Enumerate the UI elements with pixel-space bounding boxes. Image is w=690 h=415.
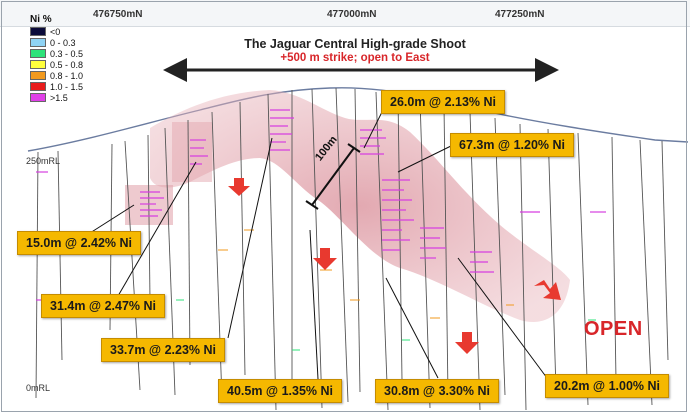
legend-item: >1.5 [30,92,100,103]
legend-label: 1.0 - 1.5 [50,81,84,92]
legend-swatch [30,27,46,36]
legend-swatch [30,38,46,47]
legend-swatch [30,82,46,91]
legend-swatch [30,71,46,80]
level-label-0mrl: 0mRL [26,383,51,393]
figure-subtitle: +500 m strike; open to East [280,52,430,64]
grid-label-477250: 477250mN [495,9,545,20]
legend-label: <0 [50,26,61,37]
intercept-callout: 67.3m @ 1.20% Ni [450,133,574,157]
legend-label: 0.8 - 1.0 [50,70,84,81]
legend-label: 0.5 - 0.8 [50,59,84,70]
intercept-callout: 30.8m @ 3.30% Ni [375,379,499,403]
legend-label: 0 - 0.3 [50,37,76,48]
legend-label: >1.5 [50,92,68,103]
scale-bar [311,147,355,206]
intercept-callout: 15.0m @ 2.42% Ni [17,231,141,255]
figure-title: The Jaguar Central High-grade Shoot [244,37,466,51]
plunge-arrow-east [534,280,561,300]
high-grade-shoot-envelope [150,90,570,322]
grid-header-bar [0,0,690,27]
topography-line [27,87,689,152]
intercept-callout: 40.5m @ 1.35% Ni [218,379,342,403]
plunge-arrow-2 [313,248,337,270]
plunge-arrow-1 [228,178,250,196]
legend-item: 0.5 - 0.8 [30,59,100,70]
plunge-arrows [228,178,561,354]
legend-swatch [30,49,46,58]
legend-item: 0 - 0.3 [30,37,100,48]
intercept-callout: 31.4m @ 2.47% Ni [41,294,165,318]
legend: Ni % <0 0 - 0.3 0.3 - 0.5 0.5 - 0.8 0.8 … [30,14,100,103]
legend-item: <0 [30,26,100,37]
grid-label-477000: 477000mN [327,9,377,20]
intercept-callout: 33.7m @ 2.23% Ni [101,338,225,362]
legend-swatch [30,60,46,69]
legend-swatch [30,93,46,102]
grid-label-476750: 476750mN [93,9,143,20]
intercept-callout: 20.2m @ 1.00% Ni [545,374,669,398]
legend-item: 1.0 - 1.5 [30,81,100,92]
shoot-patch-mid [172,122,212,182]
legend-item: 0.3 - 0.5 [30,48,100,59]
level-label-250mrl: 250mRL [26,156,61,166]
assay-ticks-mid [218,229,514,319]
legend-title: Ni % [30,14,52,25]
plunge-arrow-3 [455,332,479,354]
open-label: OPEN [584,318,643,340]
legend-label: 0.3 - 0.5 [50,48,84,59]
legend-item: 0.8 - 1.0 [30,70,100,81]
drill-holes [35,87,669,411]
assay-ticks-high [36,109,606,301]
intercept-callout: 26.0m @ 2.13% Ni [381,90,505,114]
